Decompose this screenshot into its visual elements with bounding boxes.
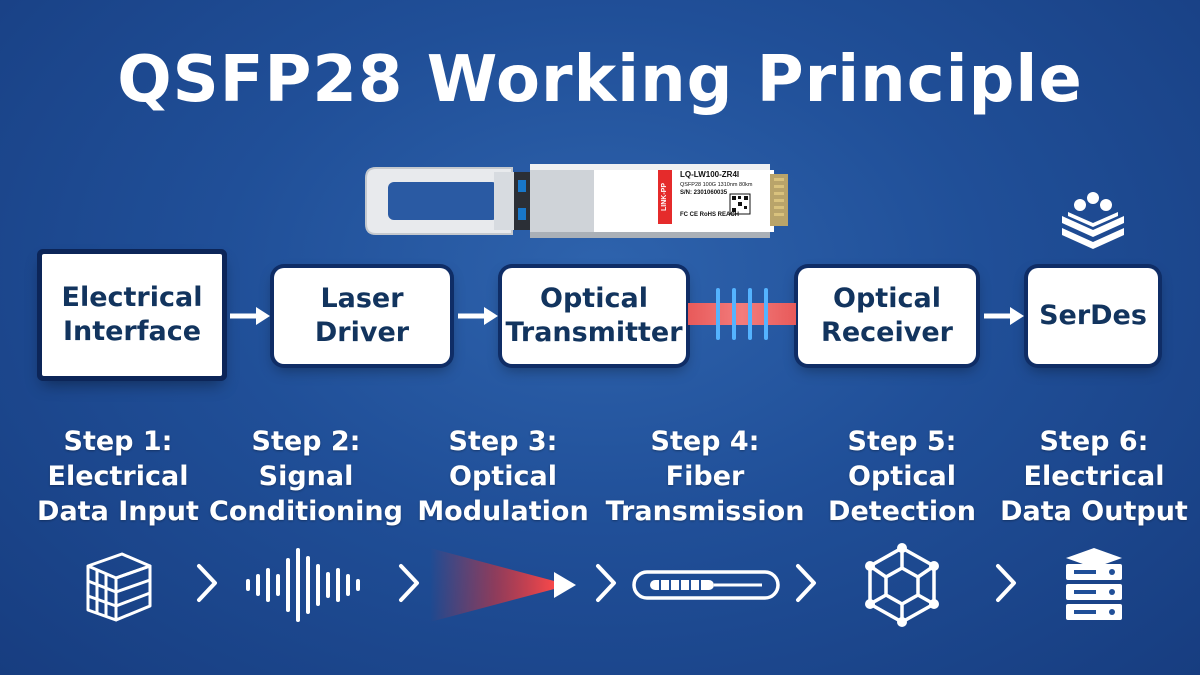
flow-box-serdes: SerDes bbox=[1028, 268, 1158, 364]
server-stack-icon bbox=[1066, 548, 1122, 620]
chevron-right-icon bbox=[197, 564, 217, 602]
stacked-layers-icon bbox=[1062, 192, 1124, 249]
fiber-cable-icon bbox=[632, 570, 780, 600]
arrow-right-icon bbox=[458, 307, 498, 325]
step-number: Step 6: bbox=[1039, 426, 1149, 457]
step-number: Step 4: bbox=[650, 426, 760, 457]
step-number: Step 2: bbox=[251, 426, 361, 457]
module-description: QSFP28 100G 1310nm 80km bbox=[680, 182, 753, 188]
chevron-right-icon bbox=[399, 564, 419, 602]
step-number: Step 5: bbox=[847, 426, 957, 457]
step-number: Step 3: bbox=[448, 426, 558, 457]
chevron-right-icon bbox=[596, 564, 616, 602]
page-title: QSFP28 Working Principle bbox=[117, 43, 1083, 117]
flow-box-label: Optical bbox=[833, 283, 941, 314]
arrow-right-icon bbox=[984, 307, 1024, 325]
step-title: Detection bbox=[828, 496, 976, 527]
step-label-2: Step 2: Signal Conditioning bbox=[206, 424, 406, 529]
arrow-right-icon bbox=[230, 307, 270, 325]
flow-box-label: Interface bbox=[62, 316, 202, 347]
step-title: Electrical bbox=[47, 461, 189, 492]
flow-box-label: Laser bbox=[320, 283, 404, 314]
chevron-right-icon bbox=[996, 564, 1016, 602]
step-title: Modulation bbox=[417, 496, 589, 527]
step-title: Optical bbox=[848, 461, 956, 492]
flow-box-label: Transmitter bbox=[505, 317, 683, 348]
flow-box-label: Driver bbox=[314, 317, 410, 348]
flow-box-label: Receiver bbox=[821, 317, 953, 348]
step-title: Electrical bbox=[1023, 461, 1165, 492]
module-label: LQ-LW100-ZR4I QSFP28 100G 1310nm 80km S/… bbox=[672, 166, 754, 234]
step-title: Transmission bbox=[605, 496, 805, 527]
laser-beam-icon bbox=[430, 548, 576, 622]
cube-grid-icon bbox=[86, 552, 152, 622]
qsfp28-module-image: LINK-PP LQ-LW100-ZR4I QSFP28 100G 1310nm… bbox=[362, 160, 792, 242]
step-title: Conditioning bbox=[209, 496, 403, 527]
step-label-5: Step 5: Optical Detection bbox=[802, 424, 1002, 529]
hexagon-detector-icon bbox=[865, 543, 939, 627]
step-number: Step 1: bbox=[63, 426, 173, 457]
module-serial: S/N: 2301060035 bbox=[680, 190, 728, 196]
module-certs: FC CE RoHS REACH bbox=[680, 212, 740, 218]
module-brand-label: LINK-PP bbox=[658, 170, 672, 224]
flow-box-label: Electrical bbox=[61, 282, 203, 313]
step-title: Signal bbox=[258, 461, 354, 492]
module-part-number: LQ-LW100-ZR4I bbox=[680, 170, 740, 179]
step-label-6: Step 6: Electrical Data Output bbox=[994, 424, 1194, 529]
fiber-link bbox=[688, 303, 796, 325]
step-label-3: Step 3: Optical Modulation bbox=[403, 424, 603, 529]
step-title: Data Input bbox=[37, 496, 199, 527]
step-title: Data Output bbox=[1000, 496, 1188, 527]
flow-box-label: Optical bbox=[540, 283, 648, 314]
step-label-1: Step 1: Electrical Data Input bbox=[18, 424, 218, 529]
step-title: Optical bbox=[449, 461, 557, 492]
step-label-4: Step 4: Fiber Transmission bbox=[605, 424, 805, 529]
chevron-right-icon bbox=[796, 564, 816, 602]
signal-pulse-icon bbox=[716, 288, 768, 340]
flow-box-label: SerDes bbox=[1039, 300, 1147, 331]
step-title: Fiber bbox=[665, 461, 745, 492]
waveform-icon bbox=[246, 548, 360, 622]
